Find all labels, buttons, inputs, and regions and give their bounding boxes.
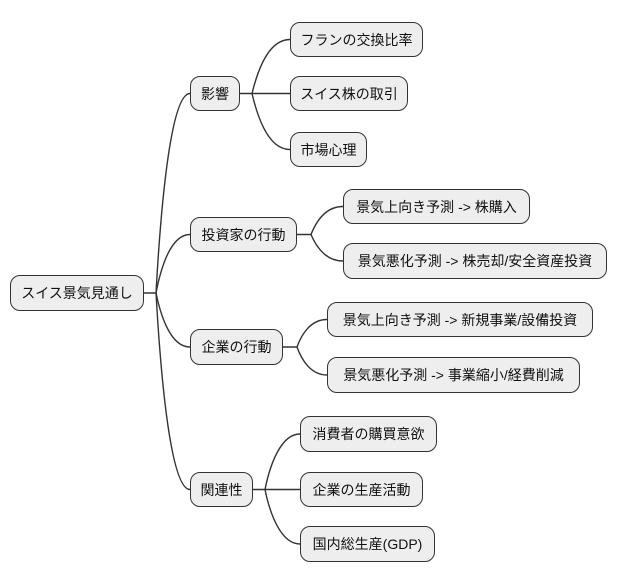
edge-investor-downturn bbox=[310, 233, 344, 262]
leaf-consumer-purchasing: 消費者の購買意欲 bbox=[300, 416, 437, 452]
leaf-label: フランの交換比率 bbox=[300, 31, 413, 48]
edge-root-impact bbox=[155, 92, 191, 294]
edge-root-relevance bbox=[155, 292, 191, 491]
leaf-upturn-buy-stocks: 景気上向き予測 -> 株購入 bbox=[343, 189, 530, 224]
leaf-label: スイス株の取引 bbox=[300, 85, 398, 102]
branch-relevance-label: 関連性 bbox=[200, 481, 243, 498]
node-root-label: スイス景気見通し bbox=[21, 285, 133, 301]
branch-investor-behavior: 投資家の行動 bbox=[190, 217, 297, 252]
leaf-corporate-production: 企業の生産活動 bbox=[300, 472, 423, 507]
edge-relevance-gdp bbox=[264, 488, 301, 545]
branch-corporate-behavior: 企業の行動 bbox=[190, 329, 283, 365]
leaf-label: 消費者の購買意欲 bbox=[312, 426, 425, 442]
edge-corporate-upturn bbox=[296, 318, 328, 348]
edge-root-corporate bbox=[155, 292, 191, 348]
branch-impact-label: 影響 bbox=[201, 85, 229, 102]
leaf-market-sentiment: 市場心理 bbox=[290, 132, 367, 167]
edge-impact-sentiment bbox=[251, 92, 291, 151]
node-root: スイス景気見通し bbox=[10, 275, 144, 311]
leaf-downturn-sell-stocks: 景気悪化予測 -> 株売却/安全資産投資 bbox=[343, 243, 607, 279]
leaf-label: 景気上向き予測 -> 新規事業/設備投資 bbox=[342, 311, 578, 328]
leaf-label: 国内総生産(GDP) bbox=[312, 536, 423, 552]
branch-relevance: 関連性 bbox=[190, 472, 253, 507]
leaf-franc-exchange-rate: フランの交換比率 bbox=[290, 22, 423, 57]
leaf-swiss-stock-trading: スイス株の取引 bbox=[290, 76, 408, 111]
leaf-downturn-downsize: 景気悪化予測 -> 事業縮小/経費削減 bbox=[327, 357, 580, 393]
branch-impact: 影響 bbox=[190, 76, 240, 111]
edge-corporate-downturn bbox=[296, 346, 328, 376]
leaf-label: 市場心理 bbox=[300, 141, 357, 158]
leaf-label: 景気上向き予測 -> 株購入 bbox=[356, 198, 517, 215]
edge-investor-upturn bbox=[310, 205, 344, 236]
leaf-label: 景気悪化予測 -> 事業縮小/経費削減 bbox=[343, 367, 564, 383]
edge-impact-franc bbox=[251, 38, 291, 95]
branch-investor-label: 投資家の行動 bbox=[201, 226, 286, 243]
leaf-gdp: 国内総生産(GDP) bbox=[300, 526, 435, 562]
edge-relevance-consumer bbox=[264, 433, 301, 491]
leaf-label: 企業の生産活動 bbox=[312, 481, 411, 498]
leaf-label: 景気悪化予測 -> 株売却/安全資産投資 bbox=[357, 253, 593, 269]
branch-corporate-label: 企業の行動 bbox=[201, 339, 272, 355]
edge-root-investor bbox=[155, 233, 191, 294]
leaf-upturn-new-business: 景気上向き予測 -> 新規事業/設備投資 bbox=[327, 302, 593, 337]
